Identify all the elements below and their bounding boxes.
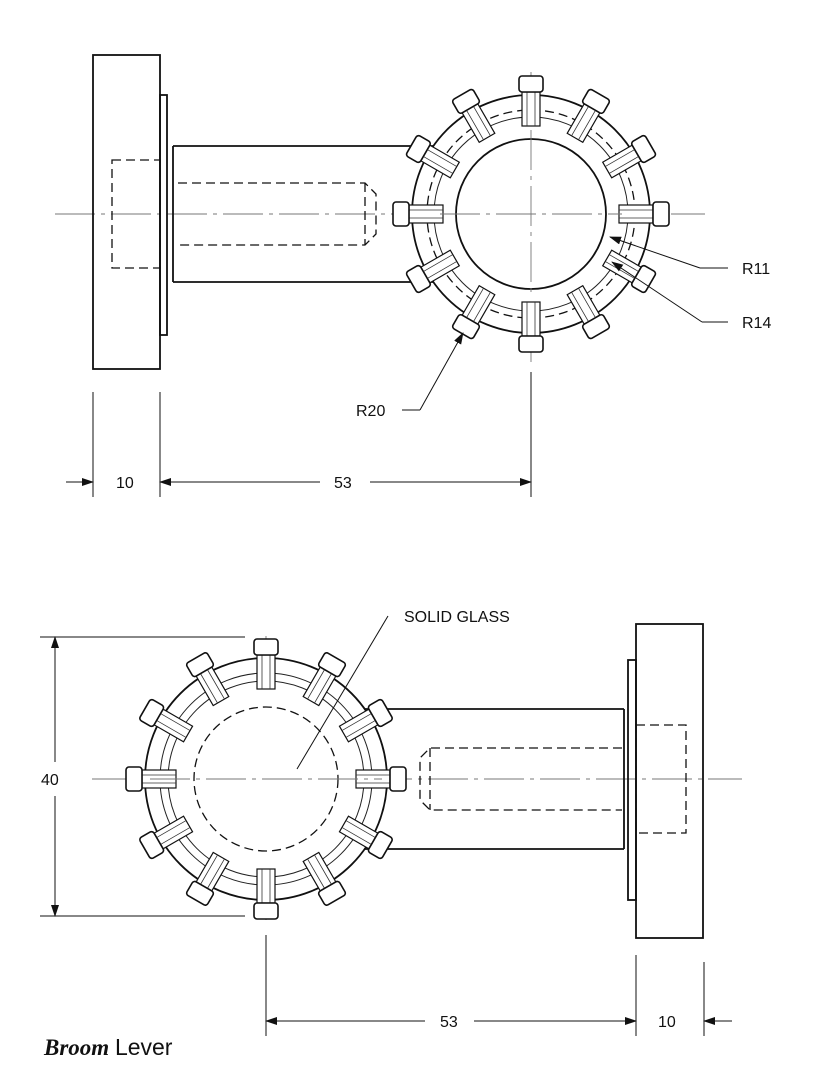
top-flange [92,54,161,370]
radius-label-r20: R20 [356,403,385,420]
top-head-peg [518,75,544,127]
bottom-head-peg [185,851,230,906]
r11-leader [609,236,701,269]
top-head-peg [392,201,444,227]
bottom-head-peg [302,652,347,707]
top-head-peg [451,88,496,144]
top-flange-bore-hidden [111,159,161,269]
caption-regular: Lever [114,1034,173,1060]
top-head-peg [618,201,670,227]
bottom-flange-lip [627,659,637,901]
dim-label-10-bottom: 10 [658,1014,676,1031]
bottom-head-peg [139,815,194,860]
top-head-peg [405,134,461,179]
bottom-head-peg [253,868,279,920]
top-arm-threaded-hole-hidden [178,182,377,246]
top-head-peg [601,134,657,179]
top-head-peg [518,301,544,353]
bottom-head-peg [185,652,230,707]
top-head-peg [451,284,496,340]
top-head-peg [566,284,611,340]
bottom-arm-threaded-hole-hidden [419,747,622,811]
top-flange-lip [159,94,168,336]
dim-label-40: 40 [41,772,59,789]
solid-glass-leader [296,615,389,770]
top-head-peg [405,249,461,294]
radius-label-r11: R11 [742,261,770,278]
dim-label-53-top: 53 [334,475,352,492]
top-head-peg [566,88,611,144]
bottom-head-peg [338,698,393,743]
bottom-head-peg [338,815,393,860]
bottom-head-peg [253,638,279,690]
dim-label-10-top: 10 [116,475,134,492]
radius-label-r14: R14 [742,315,771,332]
top-view: R11 R14 R20 10 53 [55,54,771,497]
r14-leader [611,261,703,323]
bottom-head-peg [139,698,194,743]
bottom-head-peg [302,851,347,906]
caption-bold: Broom [44,1035,110,1060]
bottom-view: SOLID GLASS 40 53 10 [40,609,742,1036]
bottom-flange-bore-hidden [635,724,687,834]
dim-label-53-bottom: 53 [440,1014,458,1031]
note-solid-glass: SOLID GLASS [404,609,510,626]
drawing-caption: Broom Lever [44,1034,172,1061]
bottom-flange [635,623,704,939]
r20-leader [419,332,464,411]
